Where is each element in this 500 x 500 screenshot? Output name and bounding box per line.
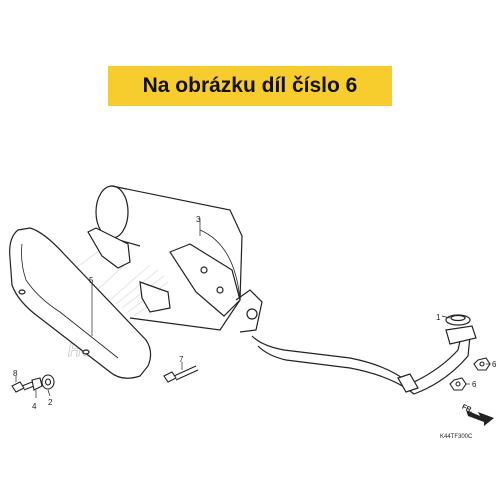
- front-direction-label: FR.: [461, 404, 474, 415]
- callout-5: 5: [89, 276, 94, 285]
- callout-6: 6: [492, 360, 497, 369]
- callout-7: 7: [179, 355, 184, 364]
- nut-icon: [473, 357, 491, 371]
- bolt-icon: [163, 365, 199, 383]
- callout-8: 8: [13, 369, 18, 378]
- nut-icon: [31, 377, 43, 391]
- gasket-icon: [445, 314, 471, 326]
- bolt-icon: [11, 381, 35, 393]
- exhaust-pipe: [251, 325, 477, 395]
- callout-1: 1: [436, 313, 441, 322]
- callout-6: 6: [472, 380, 477, 389]
- washer-icon: [41, 374, 55, 390]
- nut-icon: [449, 377, 467, 391]
- part-number-banner: Na obrázku díl číslo 6: [108, 66, 392, 106]
- muffler: [87, 185, 263, 333]
- heat-shield: [9, 227, 152, 379]
- callout-3: 3: [196, 215, 201, 224]
- front-arrow-icon: FR.: [461, 404, 494, 426]
- callout-4: 4: [32, 402, 37, 411]
- figure-code: K44TF300C: [440, 434, 473, 440]
- callout-2: 2: [48, 398, 53, 407]
- leader-lines: [15, 218, 490, 398]
